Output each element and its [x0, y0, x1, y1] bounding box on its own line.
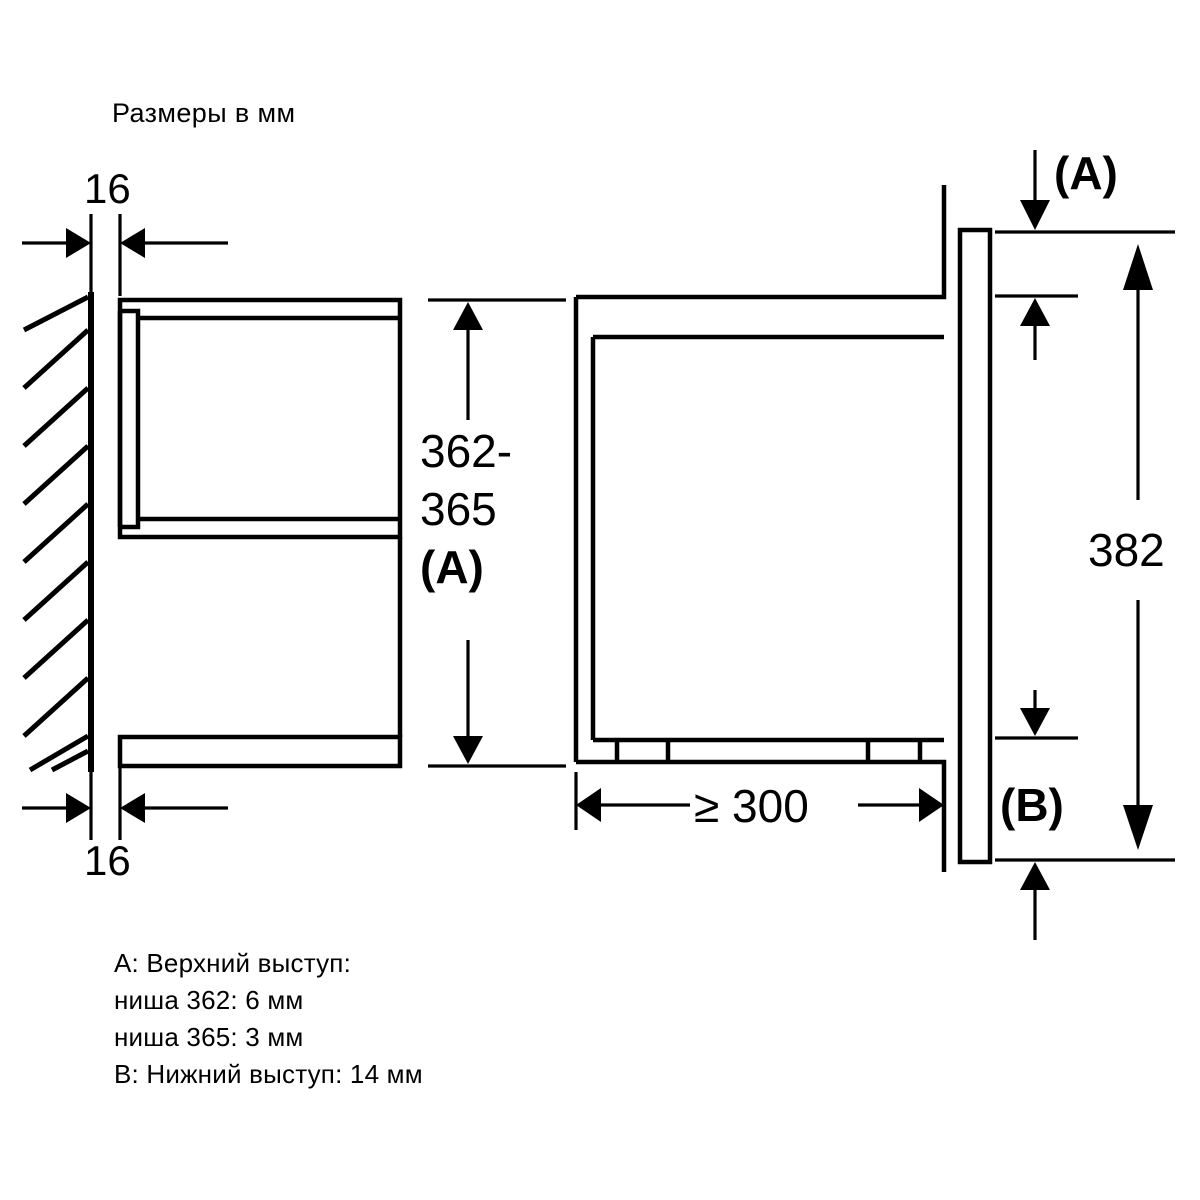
side-view-bottom-shelf [117, 734, 403, 769]
dimension-label-top-overhang: (A) [1054, 147, 1118, 199]
dimension-label-niche-width: ≥ 300 [694, 780, 809, 832]
legend-notes: A: Верхний выступ: ниша 362: 6 мм ниша 3… [114, 945, 423, 1093]
front-view-top-panel [576, 185, 947, 300]
wall-hatching [22, 294, 90, 773]
dimension-bottom-overhang [1020, 690, 1050, 940]
dimension-label-niche-height-line2: 365 [420, 483, 497, 535]
front-view-door-panel [957, 227, 993, 865]
side-view-niche-outline [117, 297, 403, 540]
front-view-feet [614, 740, 923, 762]
dimension-label-wall-gap-top: 16 [84, 165, 131, 212]
dimension-label-niche-height-ref-a: (A) [420, 541, 484, 593]
dimension-label-bottom-overhang: (B) [1000, 779, 1064, 831]
legend-line-3: ниша 365: 3 мм [114, 1022, 304, 1052]
legend-line-1: A: Верхний выступ: [114, 948, 351, 978]
dimension-niche-width [574, 772, 946, 830]
dimension-appliance-height [1123, 244, 1153, 850]
right-reference-lines [995, 230, 1175, 862]
legend-line-4: B: Нижний выступ: 14 мм [114, 1059, 423, 1089]
legend-line-2: ниша 362: 6 мм [114, 985, 304, 1015]
page-title: Размеры в мм [112, 98, 296, 128]
dimension-wall-gap-bottom [22, 767, 228, 840]
dimension-niche-height [428, 298, 566, 768]
dimension-top-overhang [1020, 150, 1050, 360]
dimension-label-wall-gap-bottom: 16 [84, 837, 131, 884]
dimension-label-appliance-height: 382 [1088, 524, 1165, 576]
front-view-outer-frame [573, 297, 947, 872]
front-view-appliance-body [590, 334, 944, 743]
dimension-wall-gap-top [22, 214, 228, 296]
dimension-label-niche-height-line1: 362- [420, 425, 513, 477]
